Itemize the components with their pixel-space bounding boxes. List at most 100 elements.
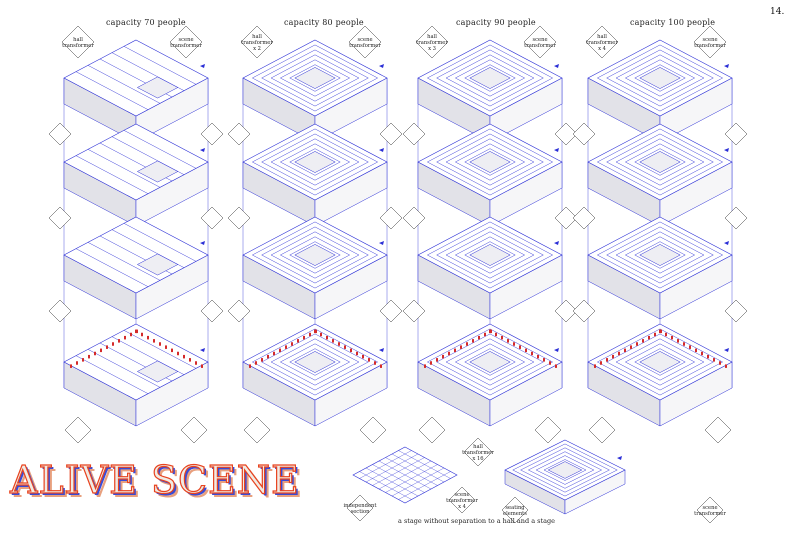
seat-mark bbox=[344, 345, 346, 349]
terrace-line bbox=[87, 242, 161, 281]
annotation-diamond bbox=[48, 299, 72, 323]
seat-mark bbox=[525, 348, 527, 353]
chess-line bbox=[359, 450, 412, 479]
seat-mark bbox=[683, 342, 685, 346]
annotation-diamond bbox=[402, 206, 426, 230]
seat-mark bbox=[624, 348, 626, 353]
marker-arrow bbox=[379, 348, 384, 352]
seat-mark bbox=[689, 345, 691, 349]
seat-mark bbox=[273, 351, 275, 356]
chess-line bbox=[391, 453, 445, 483]
terrace-ring bbox=[624, 143, 696, 181]
terrace-line bbox=[123, 130, 197, 169]
annotation-diamond bbox=[724, 122, 748, 146]
terrace-line bbox=[87, 65, 161, 104]
independent-section-diamond bbox=[346, 494, 374, 522]
stage-square bbox=[136, 160, 179, 183]
seat-mark bbox=[291, 342, 293, 346]
seat-mark bbox=[159, 342, 161, 346]
terrace-ring bbox=[261, 133, 369, 191]
marker-arrow bbox=[724, 241, 729, 245]
terrace-line bbox=[123, 46, 197, 85]
annotation-diamond bbox=[402, 122, 426, 146]
column-caption-100: capacity 100 people bbox=[630, 18, 716, 27]
seat-mark bbox=[356, 351, 358, 356]
annotation-diamond bbox=[227, 206, 251, 230]
annotation-diamond bbox=[534, 416, 562, 444]
hall-transformer-diamond bbox=[585, 25, 619, 59]
terrace-ring bbox=[251, 328, 379, 396]
seat-mark bbox=[147, 335, 149, 340]
seat-mark bbox=[141, 332, 143, 337]
scene-transformer-diamond bbox=[348, 25, 382, 59]
seat-mark bbox=[719, 361, 721, 365]
seat-mark bbox=[478, 335, 480, 340]
terrace-ring bbox=[279, 59, 351, 97]
seat-mark bbox=[549, 361, 551, 365]
diamond-label: transformer bbox=[462, 450, 494, 456]
annotation-diamond bbox=[572, 206, 596, 230]
terrace-line bbox=[75, 355, 149, 394]
scene-transformer-diamond bbox=[693, 25, 727, 59]
terrace-ring bbox=[289, 64, 341, 92]
seat-mark bbox=[112, 342, 114, 346]
terrace-ring bbox=[615, 338, 705, 386]
annotation-diamond bbox=[588, 416, 616, 444]
stage-square bbox=[639, 351, 681, 373]
annotation-diamond bbox=[359, 416, 387, 444]
terrace-ring bbox=[464, 148, 516, 176]
terrace-ring bbox=[261, 49, 369, 107]
seat-mark bbox=[326, 335, 328, 340]
annotation-diamond bbox=[724, 206, 748, 230]
seat-mark bbox=[171, 348, 173, 353]
terrace-ring bbox=[270, 231, 360, 279]
chess-line bbox=[365, 453, 419, 483]
seat-mark bbox=[70, 364, 72, 368]
terrace-ring bbox=[615, 231, 705, 279]
seat-mark bbox=[537, 354, 539, 359]
page-number: 14. bbox=[770, 7, 785, 17]
terrace-ring bbox=[289, 348, 341, 376]
terrace-ring bbox=[520, 447, 610, 493]
annotation-diamond bbox=[200, 122, 224, 146]
terrace-ring bbox=[445, 338, 535, 386]
terrace-ring bbox=[270, 54, 360, 102]
seat-mark bbox=[594, 364, 596, 368]
terrace-ring bbox=[606, 226, 714, 284]
terrace-ring bbox=[606, 133, 714, 191]
annotation-diamond bbox=[572, 299, 596, 323]
seat-mark bbox=[436, 358, 438, 362]
terrace-line bbox=[87, 149, 161, 188]
seat-mark bbox=[677, 339, 679, 343]
annotation-diamond bbox=[48, 122, 72, 146]
terrace-ring bbox=[596, 221, 724, 289]
seat-mark bbox=[118, 339, 120, 343]
annotation-diamond bbox=[554, 299, 578, 323]
diamond-label: transformer bbox=[524, 43, 556, 49]
seat-mark bbox=[460, 345, 462, 349]
column-caption-90: capacity 90 people bbox=[456, 18, 536, 27]
seat-mark bbox=[201, 364, 203, 368]
scene-transformer-diamond bbox=[523, 25, 557, 59]
marker-arrow bbox=[379, 64, 384, 68]
diamond-label: scene bbox=[454, 492, 469, 498]
terrace-ring bbox=[445, 138, 535, 186]
annotation-diamond bbox=[379, 122, 403, 146]
seat-mark bbox=[430, 361, 432, 365]
terrace-ring bbox=[279, 343, 351, 381]
seat-mark bbox=[124, 335, 126, 340]
terrace-ring bbox=[436, 226, 544, 284]
seat-mark bbox=[484, 332, 486, 337]
seat-mark bbox=[135, 329, 137, 334]
annotation-diamond bbox=[379, 299, 403, 323]
annotation-diamond bbox=[724, 299, 748, 323]
seat-mark bbox=[606, 358, 608, 362]
annotation-diamond bbox=[227, 122, 251, 146]
seat-mark bbox=[472, 339, 474, 343]
seat-mark bbox=[309, 332, 311, 337]
seat-mark bbox=[183, 354, 185, 359]
